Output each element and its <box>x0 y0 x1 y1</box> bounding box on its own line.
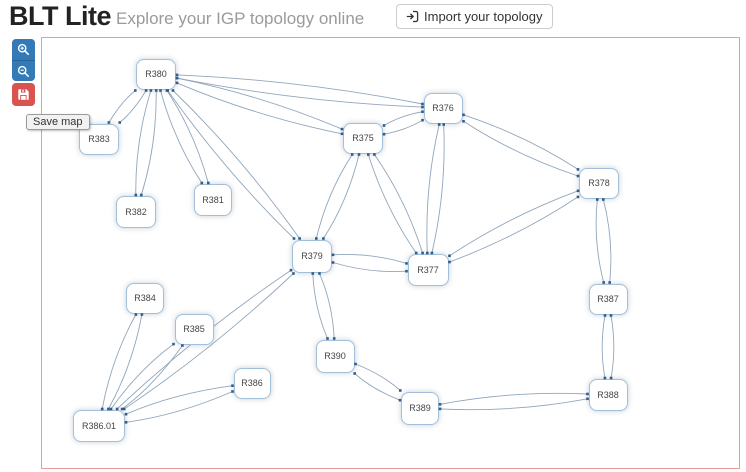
sign-in-icon <box>406 10 419 23</box>
topology-node-R388[interactable]: R388 <box>588 379 628 411</box>
topology-node-R377[interactable]: R377 <box>407 254 449 286</box>
topology-node-R381[interactable]: R381 <box>194 184 232 216</box>
topology-edges-layer <box>101 74 615 423</box>
save-map-button[interactable] <box>12 83 35 106</box>
topology-node-R375[interactable]: R375 <box>343 122 383 154</box>
zoom-in-button[interactable] <box>12 39 35 60</box>
topology-ports-layer <box>100 73 613 424</box>
zoom-out-icon <box>17 65 30 78</box>
zoom-out-button[interactable] <box>12 60 35 81</box>
zoom-in-icon <box>17 43 30 56</box>
topology-node-R387[interactable]: R387 <box>588 283 628 315</box>
zoom-button-group <box>12 39 35 81</box>
topology-node-R384[interactable]: R384 <box>126 282 164 314</box>
save-icon <box>17 88 30 101</box>
topology-node-R380[interactable]: R380 <box>136 58 176 90</box>
topology-node-R389[interactable]: R389 <box>401 391 439 425</box>
topology-node-R386.01[interactable]: R386.01 <box>73 410 125 442</box>
topology-node-R382[interactable]: R382 <box>116 196 156 228</box>
page-title: BLT Lite <box>9 1 111 31</box>
topology-node-R376[interactable]: R376 <box>423 92 463 124</box>
topology-node-R378[interactable]: R378 <box>579 167 619 199</box>
topology-node-R386[interactable]: R386 <box>233 367 271 399</box>
import-topology-button[interactable]: Import your topology <box>396 4 553 29</box>
import-topology-label: Import your topology <box>424 9 543 24</box>
topology-node-R390[interactable]: R390 <box>315 339 355 373</box>
topology-node-R385[interactable]: R385 <box>174 313 214 345</box>
page-subtitle: Explore your IGP topology online <box>116 9 365 28</box>
topology-node-R379[interactable]: R379 <box>292 239 332 273</box>
save-map-tooltip: Save map <box>26 114 90 130</box>
